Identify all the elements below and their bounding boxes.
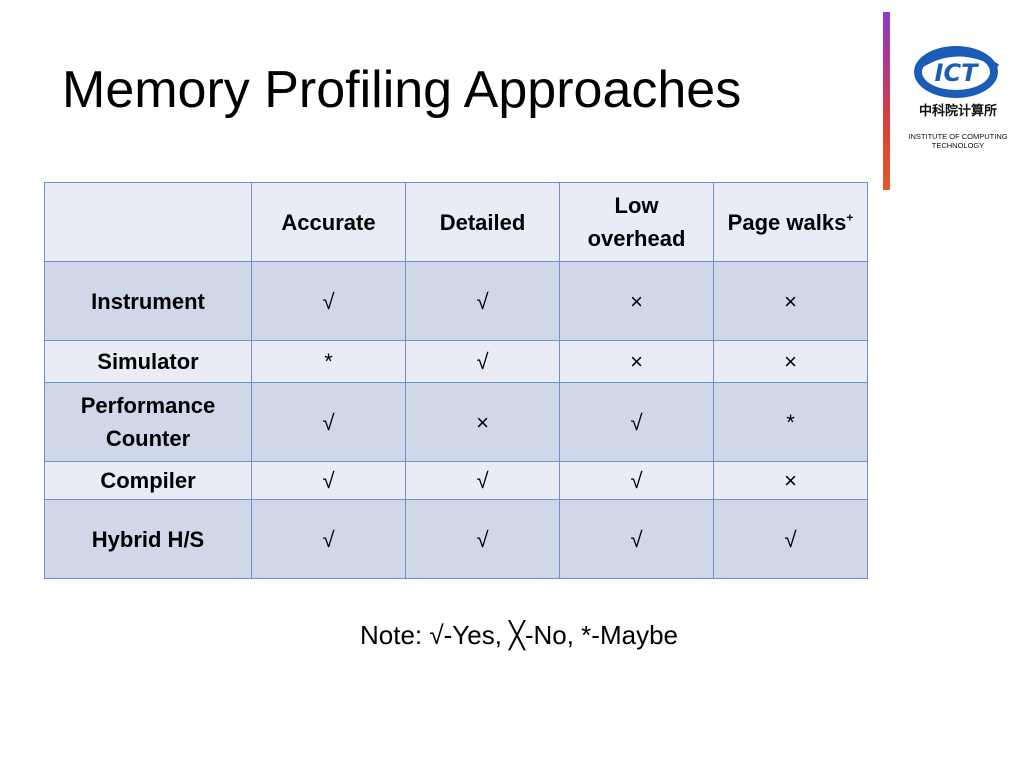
logo-acronym: ICT — [935, 59, 980, 87]
logo-english-text: INSTITUTE OF COMPUTING TECHNOLOGY — [896, 132, 1020, 150]
header-page-walks-label: Page walks — [727, 209, 847, 235]
table-row: Simulator * √ × × — [44, 340, 868, 383]
table-row: Hybrid H/S √ √ √ √ — [44, 499, 868, 579]
table-cell: × — [713, 261, 868, 341]
table-cell: √ — [405, 340, 560, 383]
table-cell: × — [405, 382, 560, 462]
table-cell: × — [559, 261, 714, 341]
table-cell: √ — [405, 461, 560, 500]
table-cell: × — [713, 461, 868, 500]
table-cell: √ — [559, 461, 714, 500]
table-cell: √ — [251, 382, 406, 462]
table-cell: √ — [251, 261, 406, 341]
accent-bar — [883, 12, 890, 190]
table-cell: √ — [559, 499, 714, 579]
row-label: Hybrid H/S — [44, 499, 252, 579]
header-cell-page-walks: Page walks+ — [713, 182, 868, 262]
table-cell: √ — [251, 461, 406, 500]
header-cell-accurate: Accurate — [251, 182, 406, 262]
ict-logo-icon: ICT — [914, 46, 999, 98]
table-row: Instrument √ √ × × — [44, 261, 868, 341]
header-cell-empty — [44, 182, 252, 262]
slide-title: Memory Profiling Approaches — [62, 61, 742, 119]
logo-english-line1: INSTITUTE OF COMPUTING — [908, 132, 1008, 141]
table-cell: √ — [559, 382, 714, 462]
table-cell: × — [559, 340, 714, 383]
table-cell: √ — [251, 499, 406, 579]
table-cell: * — [713, 382, 868, 462]
row-label: Performance Counter — [44, 382, 252, 462]
comparison-table: Accurate Detailed Low overhead Page walk… — [44, 182, 868, 579]
table-cell: √ — [405, 261, 560, 341]
table-header-row: Accurate Detailed Low overhead Page walk… — [44, 182, 868, 262]
ict-logo: ICT 中科院计算所 INSTITUTE OF COMPUTING TECHNO… — [896, 40, 1020, 152]
logo-english-line2: TECHNOLOGY — [931, 141, 985, 150]
row-label: Compiler — [44, 461, 252, 500]
table-cell: √ — [713, 499, 868, 579]
table-row: Performance Counter √ × √ * — [44, 382, 868, 462]
row-label: Instrument — [44, 261, 252, 341]
table-cell: √ — [405, 499, 560, 579]
header-cell-detailed: Detailed — [405, 182, 560, 262]
header-page-walks-superscript: + — [846, 210, 854, 225]
table-cell: × — [713, 340, 868, 383]
logo-chinese-text: 中科院计算所 — [918, 104, 997, 119]
header-cell-low-overhead: Low overhead — [559, 182, 714, 262]
table-row: Compiler √ √ √ × — [44, 461, 868, 500]
table-cell: * — [251, 340, 406, 383]
legend-note: Note: √-Yes, ╳-No, *-Maybe — [360, 620, 678, 650]
row-label: Simulator — [44, 340, 252, 383]
